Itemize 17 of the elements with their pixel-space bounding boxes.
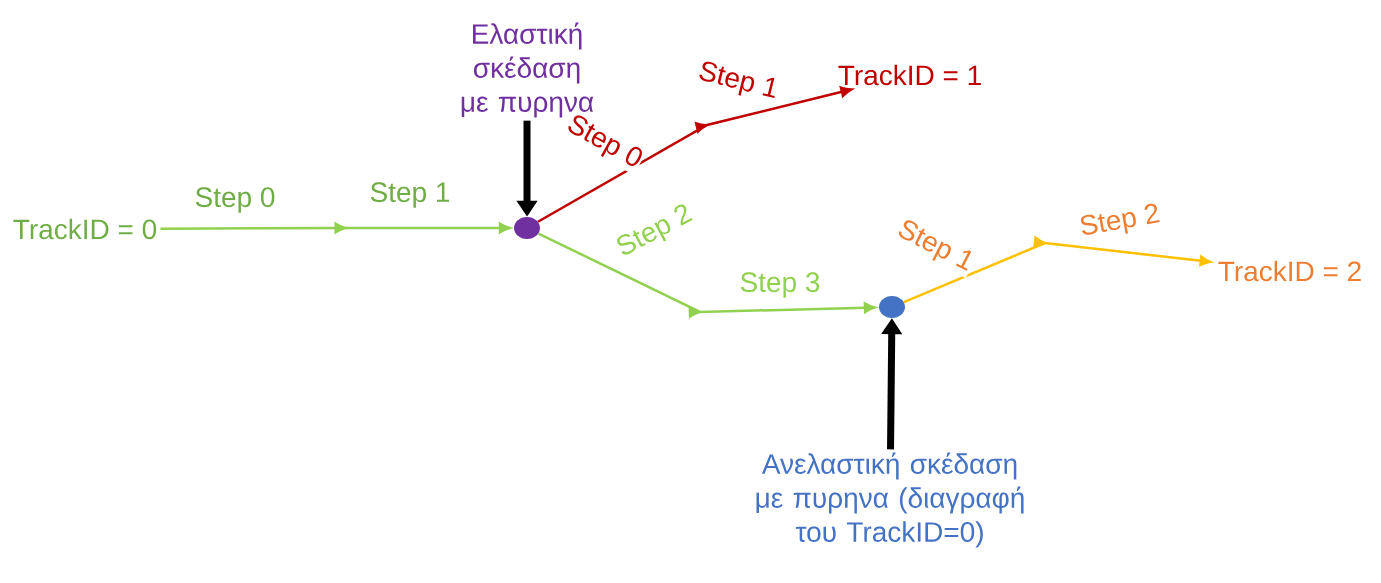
junction-dot — [879, 296, 905, 318]
step-label: Step 2 — [1080, 203, 1160, 235]
edge-label: Step 1 — [891, 216, 979, 278]
node-text: TrackID = 2 — [1218, 260, 1361, 282]
edge-label: Step 2 — [611, 200, 699, 264]
arrow — [903, 236, 1212, 304]
step-label: Step 3 — [740, 272, 820, 298]
node-text: TrackID = 0 — [13, 218, 157, 240]
arrow — [537, 232, 876, 318]
node-text: TrackID = 1 — [838, 64, 981, 86]
arrow — [160, 222, 511, 234]
step-label: Step 1 — [370, 182, 450, 208]
arrow — [537, 86, 853, 223]
edge-label: Step 0 — [193, 186, 277, 214]
node-text: Ανελαστική σκέδαση με πυρηνα (διαγραφή του TrackID=0) — [756, 452, 1024, 548]
junction-dot — [514, 217, 540, 239]
step-label: Step 1 — [699, 61, 775, 99]
